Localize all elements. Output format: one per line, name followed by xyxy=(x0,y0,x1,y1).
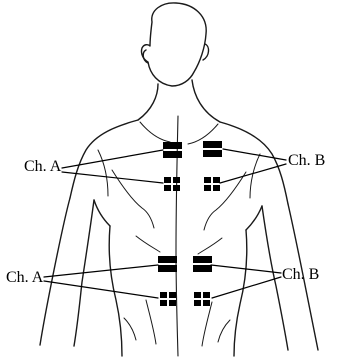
channel-a-lower-label: Ch. A xyxy=(6,269,43,287)
leader-a-lower-2 xyxy=(44,281,158,298)
channel-b-lower-label: Ch. B xyxy=(282,266,319,284)
arm-left-outer xyxy=(40,198,70,345)
trapezius-left xyxy=(140,122,170,142)
head-outline xyxy=(141,3,206,86)
waist-right xyxy=(218,320,230,342)
waist-left xyxy=(124,318,136,340)
neck-left xyxy=(138,84,158,120)
shoulder-right xyxy=(220,122,288,204)
lat-detail-right xyxy=(198,238,222,254)
leader-a-upper-2 xyxy=(62,172,163,183)
channel-b-upper-label: Ch. B xyxy=(288,152,325,170)
pad-lower-right-grid xyxy=(194,292,210,306)
pad-lower-right-rect xyxy=(193,256,212,272)
leader-b-upper-2 xyxy=(220,164,286,183)
deltoid-right xyxy=(250,154,260,198)
lower-back-left xyxy=(146,300,156,344)
shoulder-left xyxy=(70,120,138,198)
lower-back-right xyxy=(202,302,212,346)
pad-lower-left-grid xyxy=(160,292,176,306)
pad-lower-left-rect xyxy=(158,256,177,272)
deltoid-left xyxy=(98,150,108,196)
electrode-pads xyxy=(158,141,222,306)
channel-a-upper-label: Ch. A xyxy=(24,158,61,176)
neck-right xyxy=(192,80,220,122)
lat-detail-left xyxy=(136,236,160,252)
leader-a-upper-1 xyxy=(62,150,163,168)
pad-upper-right-grid xyxy=(204,177,220,191)
leader-lines xyxy=(44,149,286,298)
leader-b-upper-1 xyxy=(223,149,286,160)
leader-b-lower-2 xyxy=(212,277,281,298)
torso-right-side xyxy=(234,230,247,356)
pad-upper-left-grid xyxy=(164,177,180,191)
armpit-right xyxy=(246,206,262,230)
pad-upper-left-rect xyxy=(163,142,182,158)
leader-a-lower-1 xyxy=(44,265,158,277)
pad-upper-right-rect xyxy=(203,141,222,157)
armpit-left xyxy=(94,200,110,226)
